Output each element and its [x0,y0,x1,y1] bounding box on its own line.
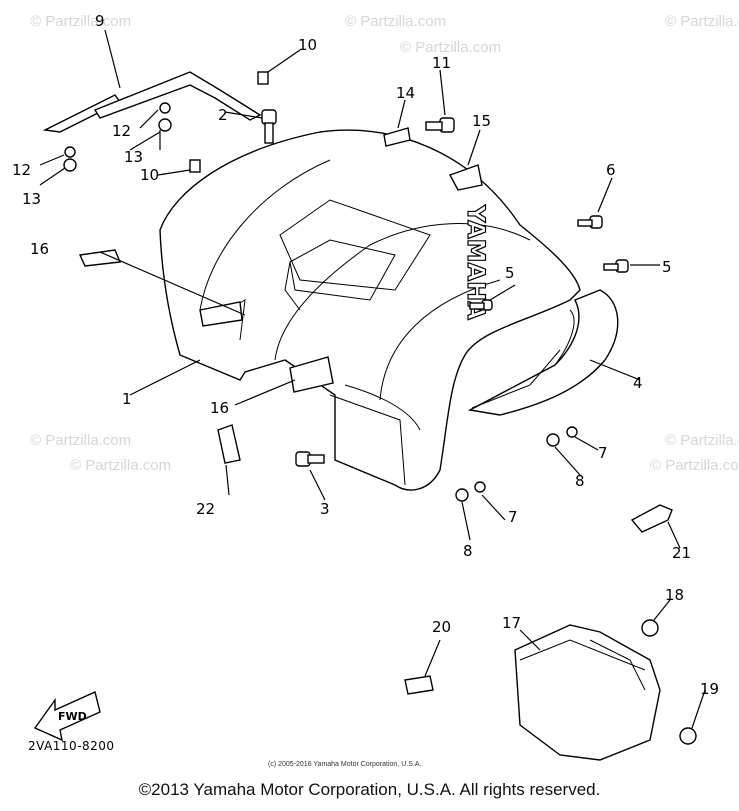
callout-13: 13 [22,190,41,208]
rear-fender [159,129,581,491]
drawing-code: 2VA110-8200 [28,739,115,753]
watermark-text: © Partzilla.com [70,457,171,474]
callout-10: 10 [298,36,317,54]
callout-12: 12 [112,122,131,140]
callout-7: 7 [598,444,608,462]
callout-3: 3 [320,500,330,518]
callout-7: 7 [508,508,518,526]
watermark-text: © Partzilla.com [650,457,739,474]
watermark-text: © Partzilla.com [665,13,739,30]
watermark-text: © Partzilla.com [345,13,446,30]
callout-10: 10 [140,166,159,184]
fwd-label: FWD [58,710,87,723]
callout-4: 4 [633,374,643,392]
rear-guard-panel [467,289,619,416]
callout-16: 16 [210,399,229,417]
callout-16: 16 [30,240,49,258]
callout-19: 19 [700,680,719,698]
callout-21: 21 [672,544,691,562]
small-credit: (c) 2005-2016 Yamaha Motor Corporation, … [268,761,422,768]
watermark-text: © Partzilla.com [665,432,739,449]
callout-8: 8 [575,472,585,490]
storage-box [514,619,697,761]
copyright-notice: ©2013 Yamaha Motor Corporation, U.S.A. A… [138,780,601,799]
callout-14: 14 [396,84,415,102]
callout-9: 9 [95,12,105,30]
callout-5: 5 [505,264,515,282]
watermark-text: © Partzilla.com [30,13,131,30]
callout-17: 17 [502,614,521,632]
callout-12: 12 [12,161,31,179]
watermark-text: © Partzilla.com [400,39,501,56]
callout-20: 20 [432,618,451,636]
bracket [630,504,673,533]
callout-1: 1 [122,390,132,408]
callout-2: 2 [218,106,228,124]
forward-arrow: FWD [33,691,101,742]
watermark-text: © Partzilla.com [30,432,131,449]
callout-22: 22 [196,500,215,518]
callout-5: 5 [662,258,672,276]
callout-18: 18 [665,586,684,604]
callout-8: 8 [463,542,473,560]
callout-6: 6 [606,161,616,179]
fasteners [63,71,629,502]
callouts: 9 10 11 14 15 2 12 13 10 12 13 6 5 5 16 … [12,12,719,698]
callout-15: 15 [472,112,491,130]
leader-lines [39,29,706,729]
callout-11: 11 [432,54,451,72]
callout-13: 13 [124,148,143,166]
